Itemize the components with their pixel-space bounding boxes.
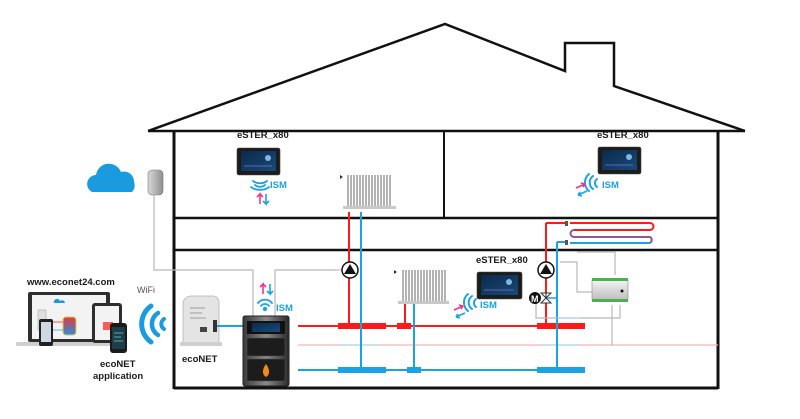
laptop-tablet-phone-icon[interactable] — [16, 292, 127, 353]
ism-label-ground: ISM — [480, 300, 497, 311]
wireless-icon — [462, 293, 477, 312]
econet-module-icon[interactable] — [180, 295, 222, 346]
extension-module[interactable] — [591, 278, 629, 302]
module-icon — [591, 278, 629, 302]
room-panel-icon — [476, 271, 523, 300]
ism-label-upper-left: ISM — [270, 180, 287, 191]
pump-icon — [537, 261, 555, 279]
room-panel-upper-left[interactable]: eSTER_x80 ISM — [236, 130, 289, 206]
roof — [147, 22, 746, 133]
app-label-line2: application — [93, 371, 143, 382]
website-label[interactable]: www.econet24.com — [26, 277, 115, 288]
mixing-valve[interactable]: M — [529, 292, 553, 304]
room-panel-ground[interactable]: eSTER_x80 ISM — [453, 255, 528, 319]
econet-module-label: ecoNET — [182, 354, 218, 365]
room-panel-icon — [597, 146, 642, 175]
svg-text:M: M — [531, 294, 539, 304]
router-cable — [153, 195, 254, 318]
radiator-icon — [394, 270, 449, 304]
wireless-icon — [250, 180, 270, 191]
signal-wires — [153, 195, 621, 345]
wireless-icon — [257, 298, 273, 312]
ism-label-upper-right: ISM — [602, 180, 619, 191]
supply-manifold-3 — [537, 323, 585, 329]
panel-label: eSTER_x80 — [476, 255, 528, 266]
radiator-upper[interactable] — [340, 175, 396, 209]
wifi-label: WiFi — [137, 285, 155, 295]
app-label-line1: ecoNET — [100, 359, 136, 370]
room-panel-upper-right[interactable]: eSTER_x80 ISM — [575, 130, 649, 197]
radiator-icon — [340, 175, 396, 209]
router-icon — [147, 169, 164, 196]
pump-radiator-circuit[interactable] — [341, 261, 359, 279]
return-manifold-3 — [537, 367, 585, 373]
wireless-icon — [583, 173, 598, 192]
panel-label: eSTER_x80 — [237, 130, 289, 141]
underfloor-heating-loop — [565, 221, 655, 245]
cloud-icon — [87, 163, 135, 192]
pump-icon — [341, 261, 359, 279]
house-outline — [147, 22, 746, 390]
piping — [298, 212, 718, 373]
panel-label: eSTER_x80 — [597, 130, 649, 141]
boiler-icon[interactable] — [242, 315, 290, 387]
room-panel-icon — [236, 147, 281, 176]
wifi-icon — [139, 303, 166, 345]
boiler-ism-radio: ISM — [257, 282, 293, 314]
mixing-valve-icon: M — [529, 292, 553, 304]
ism-label-boiler: ISM — [276, 303, 293, 314]
pump-floor-circuit[interactable] — [537, 261, 555, 279]
radiator-ground[interactable] — [394, 270, 449, 304]
